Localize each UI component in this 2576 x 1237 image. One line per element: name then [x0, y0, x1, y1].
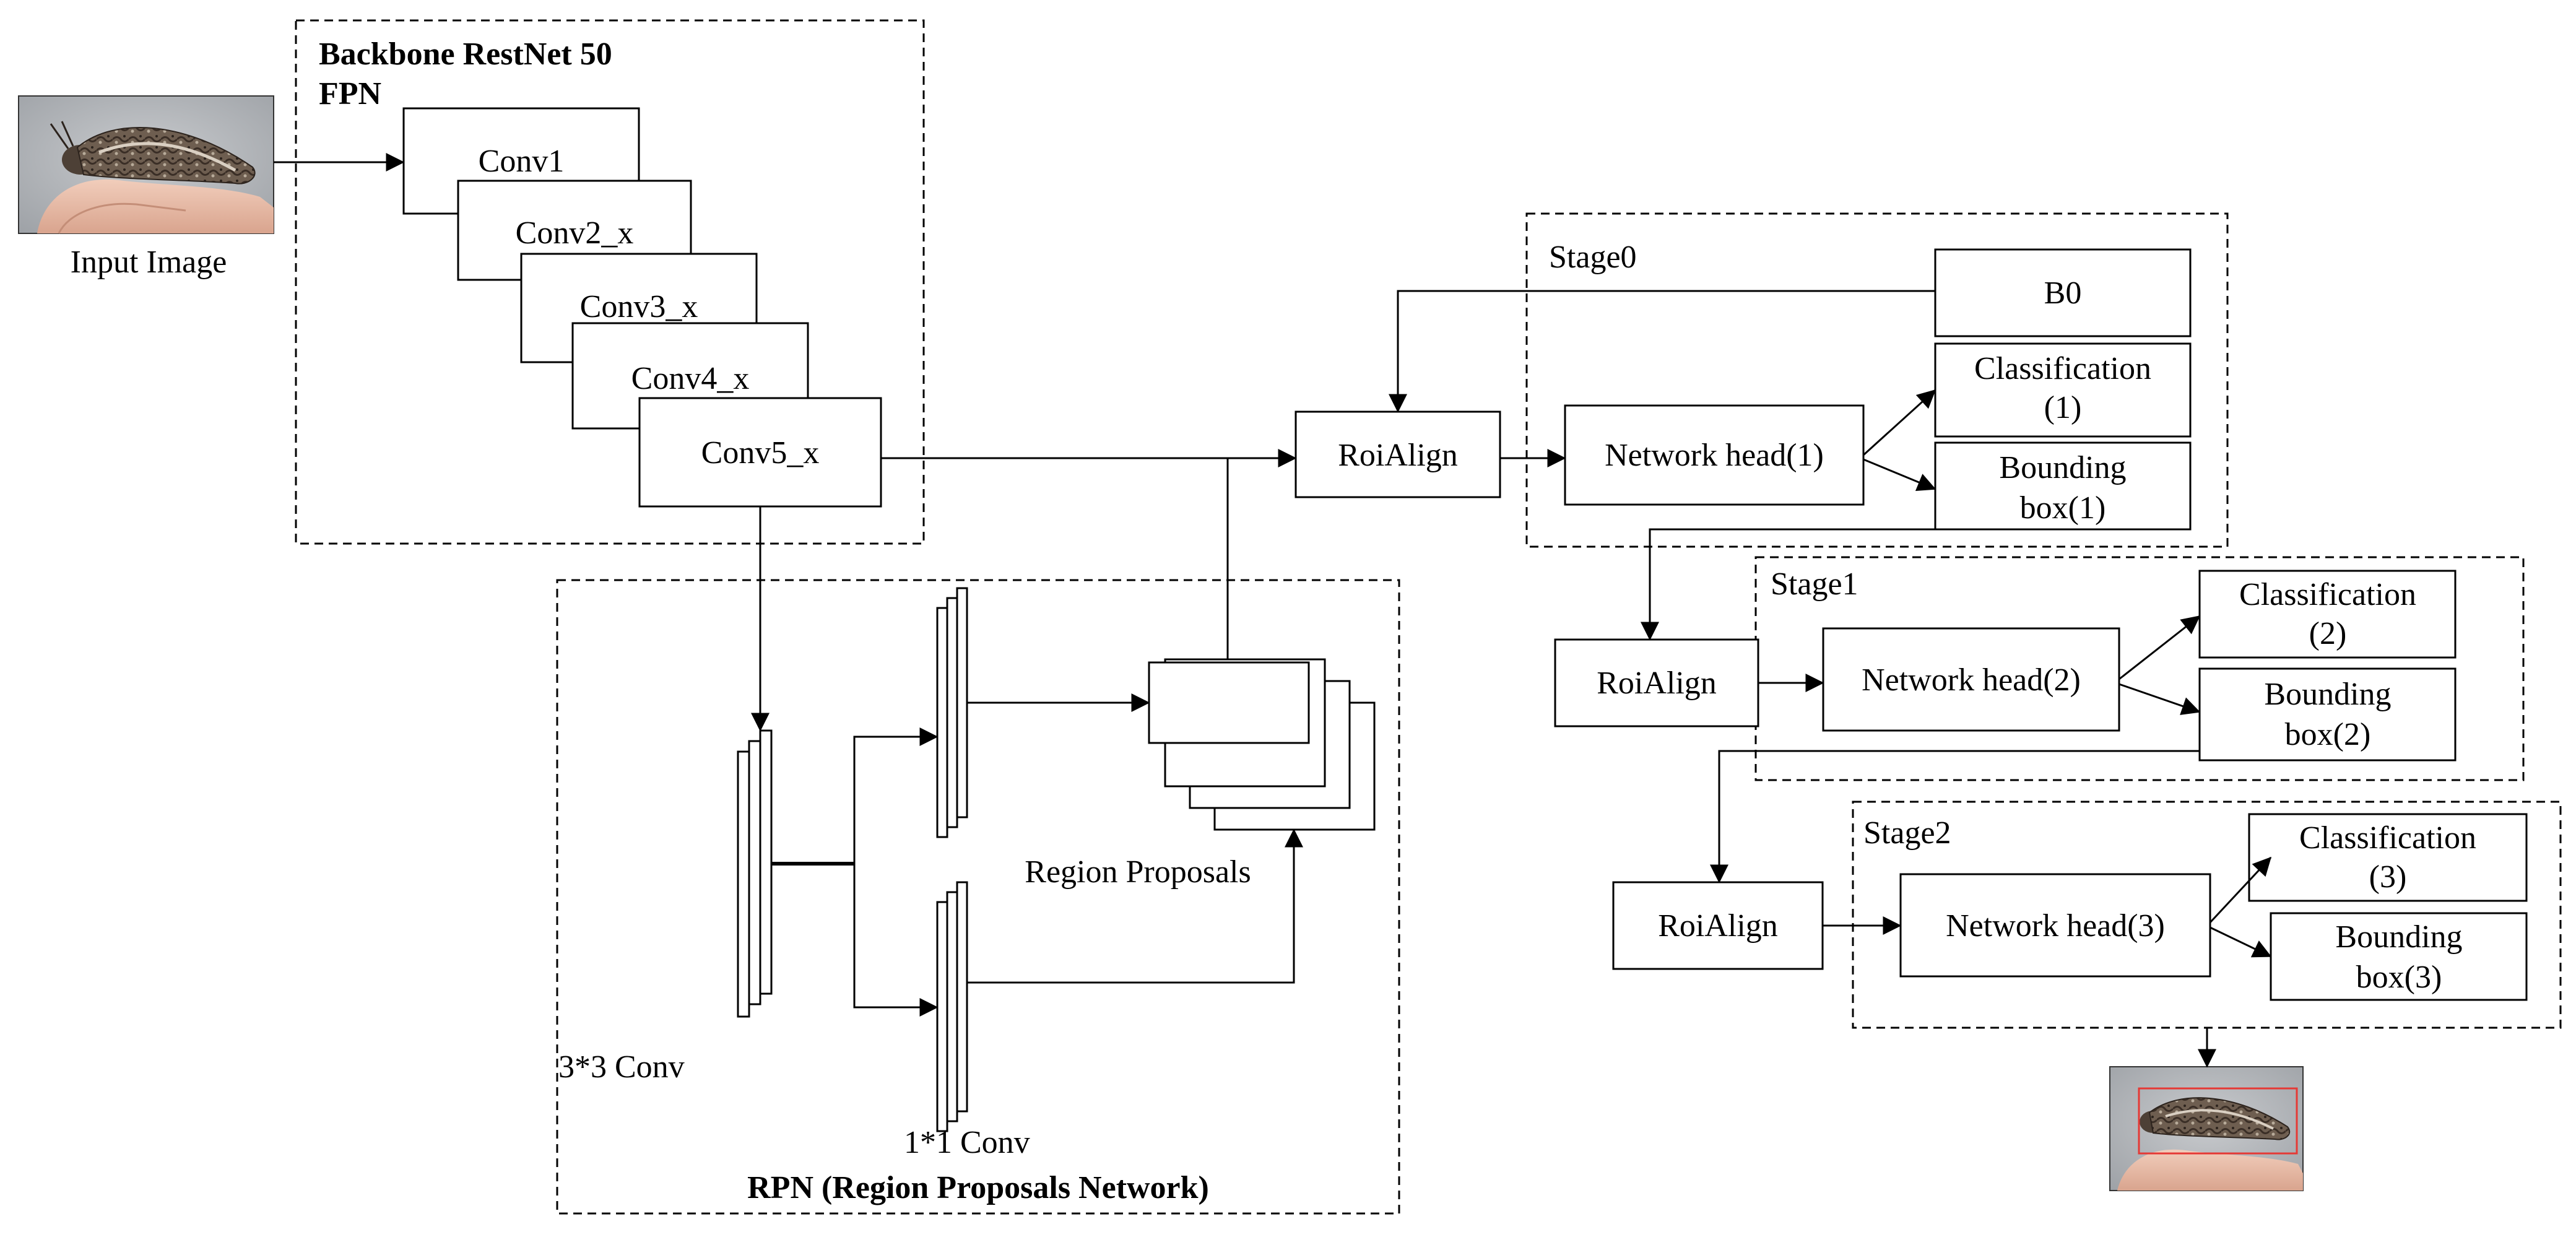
stage2-roialign-label: RoiAlign: [1658, 908, 1778, 944]
stage2-label: Stage2: [1863, 815, 1951, 851]
output-image: [2109, 1066, 2304, 1191]
backbone-title: Backbone RestNet 50: [319, 37, 612, 72]
stage2-classification-index: (3): [2369, 859, 2407, 895]
stage1-classification-label: Classification: [2239, 577, 2416, 612]
stage1-label: Stage1: [1771, 566, 1858, 602]
stage1-bounding-label: Bounding: [2264, 677, 2391, 712]
stage0-container: [1525, 212, 2229, 548]
stage0-b0-label: B0: [2044, 276, 2082, 311]
stage1-roialign-box: [1554, 638, 1759, 727]
stage1-network-head-label: Network head(2): [1862, 662, 2081, 698]
stage2-bounding-label: Bounding: [2335, 919, 2462, 955]
stage0-classification-index: (1): [2044, 390, 2082, 425]
region-proposals-stack: [1148, 658, 1376, 831]
stage1-roialign-label: RoiAlign: [1597, 666, 1717, 701]
rpn-conv3-label: 3*3 Conv: [558, 1049, 685, 1085]
region-proposals-label: Region Proposals: [1025, 854, 1251, 890]
stage0-network-head-box: [1564, 404, 1865, 506]
conv5-label: Conv5_x: [701, 435, 820, 471]
rpn-title: RPN (Region Proposals Network): [747, 1170, 1209, 1205]
rpn-1x1-conv-stack-bottom: [936, 881, 968, 1132]
stage1-classification-index: (2): [2309, 616, 2347, 651]
stage0-b0-box: [1934, 248, 2192, 337]
backbone-container: [295, 19, 925, 545]
stage0-network-head-label: Network head(1): [1605, 438, 1824, 473]
conv3-label: Conv3_x: [580, 289, 698, 324]
rpn-conv1-label: 1*1 Conv: [904, 1125, 1030, 1160]
stage0-classification-label: Classification: [1974, 351, 2151, 386]
input-image-caption: Input Image: [71, 245, 227, 280]
stage0-roialign-label: RoiAlign: [1338, 438, 1458, 473]
stage1-network-head-box: [1822, 627, 2120, 732]
rpn-container: [556, 579, 1400, 1215]
stage2-bounding-box: [2270, 912, 2528, 1001]
stage0-classification-box: [1934, 342, 2192, 438]
stage2-network-head-label: Network head(3): [1946, 908, 2165, 944]
input-image: [18, 95, 274, 234]
conv-stack: Conv1 Conv2_x Conv3_x Conv4_x Conv5_x: [402, 107, 882, 508]
stage1-classification-box: [2198, 570, 2457, 659]
backbone-subtitle: FPN: [319, 76, 381, 111]
connections: [274, 153, 2272, 1068]
stage1-bounding-index: box(2): [2285, 717, 2371, 752]
stage2-network-head-box: [1899, 873, 2211, 978]
conv2-label: Conv2_x: [516, 215, 634, 251]
stage0-label: Stage0: [1549, 240, 1637, 275]
stage2-classification-label: Classification: [2299, 820, 2476, 856]
conv1-label: Conv1: [479, 144, 565, 179]
detection-box: [2138, 1087, 2298, 1155]
rpn-3x3-conv-stack: [737, 729, 773, 1018]
stage0-bounding-index: box(1): [2020, 490, 2106, 526]
stage1-bounding-box: [2198, 667, 2457, 762]
stage2-bounding-index: box(3): [2356, 960, 2442, 995]
conv4-label: Conv4_x: [631, 361, 750, 396]
stage0-bounding-label: Bounding: [1999, 450, 2126, 485]
conv5-block: [638, 397, 882, 508]
stage0-roialign-box: [1295, 410, 1501, 498]
stage2-classification-box: [2248, 813, 2528, 902]
rpn-1x1-conv-stack-top: [936, 587, 968, 838]
